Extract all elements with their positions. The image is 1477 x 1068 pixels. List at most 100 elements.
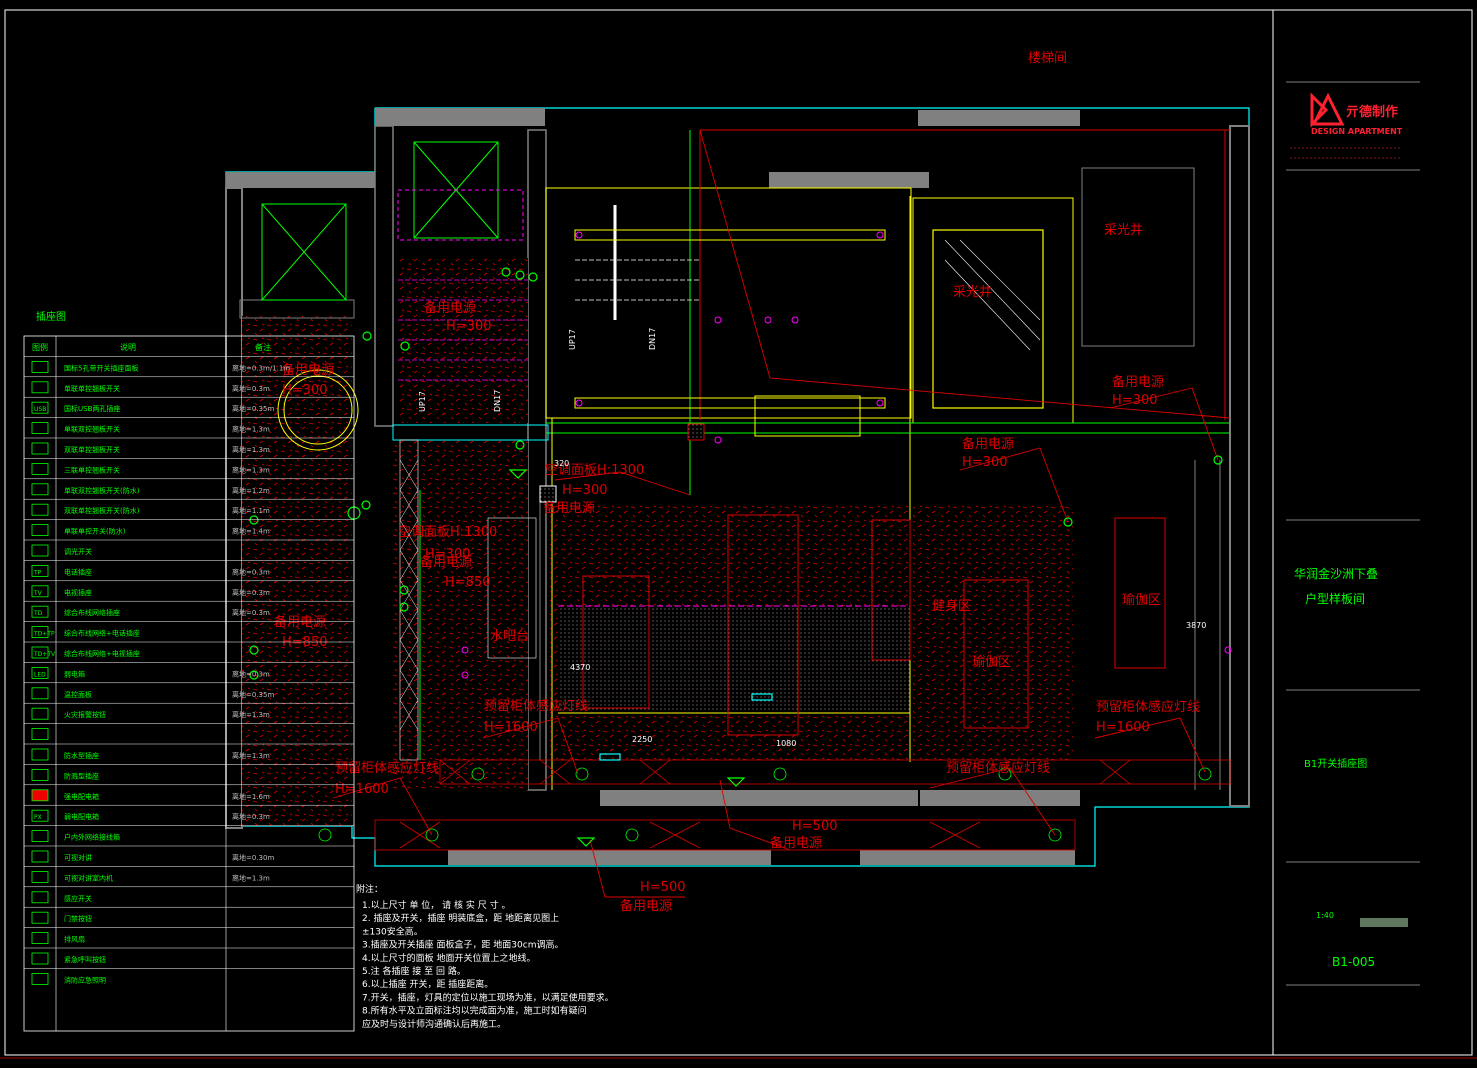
legend-symbol: TD+TV bbox=[33, 651, 56, 658]
legend-note: 离地=1.2m bbox=[232, 486, 270, 495]
anno-h300-2: H=300 bbox=[962, 455, 1007, 470]
legend-symbol-icon bbox=[31, 830, 49, 842]
dim-dn17: DN17 bbox=[648, 328, 657, 350]
anno-h500-1: H=500 bbox=[792, 819, 837, 834]
legend: 插座图 图例说明备注国标5孔带开关插座面板离地=0.3m/1.1m单联单控翘板开… bbox=[23, 310, 355, 1032]
legend-description: 火灾报警按钮 bbox=[64, 710, 106, 719]
project-line2: 户型样板间 bbox=[1305, 591, 1365, 606]
legend-symbol-icon bbox=[31, 667, 49, 679]
room-yoga-1: 瑜伽区 bbox=[1122, 593, 1161, 608]
legend-symbol-icon bbox=[31, 891, 49, 904]
legend-symbol-icon bbox=[31, 646, 49, 659]
legend-description: 电视插座 bbox=[64, 588, 92, 597]
anno-h300-5: H=300 bbox=[562, 483, 607, 498]
legend-description: 排风扇 bbox=[64, 935, 85, 944]
legend-symbol-icon bbox=[31, 789, 49, 802]
legend-symbol-icon bbox=[31, 871, 49, 883]
note-line: 4.以上尺寸的面板 地面开关位置上之地线。 bbox=[362, 952, 535, 964]
anno-h850-1: H=850 bbox=[445, 575, 490, 590]
anno-h300-4: H=300 bbox=[282, 383, 327, 398]
legend-description: 消防应急照明 bbox=[64, 975, 106, 984]
legend-symbol-icon bbox=[31, 503, 49, 516]
legend-symbol-icon bbox=[31, 973, 49, 985]
legend-description: 三联单控翘板开关 bbox=[64, 465, 120, 474]
legend-description: 综合布线网络+电视插座 bbox=[64, 649, 140, 658]
switch-symbols bbox=[249, 267, 1223, 847]
anno-h300-1: H=300 bbox=[1112, 393, 1157, 408]
legend-symbol: TV bbox=[33, 590, 43, 597]
note-line: 6.以上插座 开关，距 插座距离。 bbox=[362, 978, 493, 990]
legend-symbol-icon bbox=[31, 565, 49, 577]
legend-note: 离地=0.3m bbox=[232, 384, 270, 393]
anno-h300-3: H=300 bbox=[446, 319, 491, 334]
legend-symbol-icon bbox=[31, 952, 49, 965]
legend-note: 离地=0.3m/1.1m bbox=[232, 363, 290, 372]
dim-4370: 4370 bbox=[570, 663, 590, 672]
anno-h1600-1: H=1600 bbox=[484, 720, 538, 735]
legend-description: 防溅型插座 bbox=[64, 771, 99, 780]
legend-note: 离地=0.3m bbox=[232, 669, 270, 678]
legend-symbol: TD+TP bbox=[33, 631, 55, 638]
legend-description: 弱电配电箱 bbox=[64, 812, 99, 821]
legend-note: 离地=1.3m bbox=[232, 425, 270, 434]
room-yoga-2: 瑜伽区 bbox=[972, 655, 1011, 670]
stairs bbox=[398, 205, 700, 381]
drawing-number: B1-005 bbox=[1332, 955, 1375, 969]
note-line: ±130安全高。 bbox=[362, 925, 423, 937]
anno-h1600-3: H=1600 bbox=[335, 782, 389, 797]
legend-note: 离地=0.3m bbox=[232, 812, 270, 821]
anno-h300-6: H=300 bbox=[425, 547, 470, 562]
anno-panel-2: 空调面板H:1300 bbox=[398, 525, 497, 540]
notes-heading: 附注： bbox=[356, 883, 383, 895]
anno-cabinet-3: 预留柜体感应灯线 bbox=[335, 760, 439, 776]
room-water-bar: 水吧台 bbox=[490, 629, 529, 644]
anno-spare-9: 备用电源 bbox=[620, 898, 672, 914]
note-line: 8.所有水平及立面标注均以完成面为准，施工时如有疑问 bbox=[362, 1005, 587, 1017]
legend-note: 离地=1.3m bbox=[232, 465, 270, 474]
legend-description: 调光开关 bbox=[64, 547, 92, 556]
legend-note: 离地=1.3m bbox=[232, 751, 270, 760]
scale-value: 1:40 bbox=[1316, 911, 1334, 920]
legend-symbol-icon bbox=[31, 605, 49, 618]
legend-symbol-icon bbox=[31, 442, 49, 455]
legend-note: 离地=1.6m bbox=[232, 792, 270, 801]
note-line: 应及时与设计师沟通确认后再施工。 bbox=[362, 1018, 506, 1030]
legend-description: 户内外网络接线箱 bbox=[64, 833, 120, 842]
dim-320: 320 bbox=[554, 459, 569, 468]
room-stair: 楼梯间 bbox=[1028, 51, 1067, 66]
legend-note: 离地=0.35m bbox=[232, 690, 274, 699]
anno-spare-1: 备用电源 bbox=[1112, 374, 1164, 390]
legend-symbol-icon bbox=[31, 707, 49, 720]
legend-description: 防水型插座 bbox=[64, 751, 99, 760]
room-labels: 楼梯间 采光井 采光井 健身区 瑜伽区 瑜伽区 水吧台 bbox=[490, 51, 1161, 670]
anno-panel-1: 空调面板H:1300 bbox=[545, 463, 644, 478]
legend-header: 说明 bbox=[120, 342, 136, 352]
legend-symbol-icon bbox=[31, 687, 49, 700]
legend-symbol: PX bbox=[34, 814, 42, 821]
project-line1: 华润金沙洲下叠 bbox=[1294, 566, 1378, 581]
legend-symbol-icon bbox=[31, 381, 49, 394]
legend-symbol-icon bbox=[31, 911, 49, 924]
dim-up17: UP17 bbox=[568, 329, 577, 350]
anno-spare-2: 备用电源 bbox=[962, 436, 1014, 452]
legend-symbol-icon bbox=[31, 809, 49, 822]
legend-header: 图例 bbox=[32, 342, 48, 352]
legend-note: 离地=0.35m bbox=[232, 404, 274, 413]
legend-description: 国标USB两孔插座 bbox=[64, 404, 120, 413]
legend-description: 弱电箱 bbox=[64, 669, 85, 678]
anno-spare-4: 备用电源 bbox=[282, 362, 334, 378]
room-gym: 健身区 bbox=[932, 598, 971, 614]
furniture bbox=[277, 239, 1041, 761]
legend-note: 离地=1.3m bbox=[232, 873, 270, 882]
room-lightwell-1: 采光井 bbox=[1104, 223, 1143, 238]
legend-symbol: LED bbox=[34, 671, 46, 678]
anno-spare-7: 备用电源 bbox=[274, 614, 326, 630]
legend-description: 单联双控翘板开关 bbox=[64, 425, 120, 434]
legend-note: 离地=1.4m bbox=[232, 527, 270, 536]
legend-symbol-icon bbox=[31, 585, 49, 598]
legend-description: 可视对讲 bbox=[64, 853, 92, 862]
anno-h500-2: H=500 bbox=[640, 880, 685, 895]
legend-description: 国标5孔带开关插座面板 bbox=[64, 363, 138, 372]
legend-symbol-icon bbox=[31, 932, 49, 944]
